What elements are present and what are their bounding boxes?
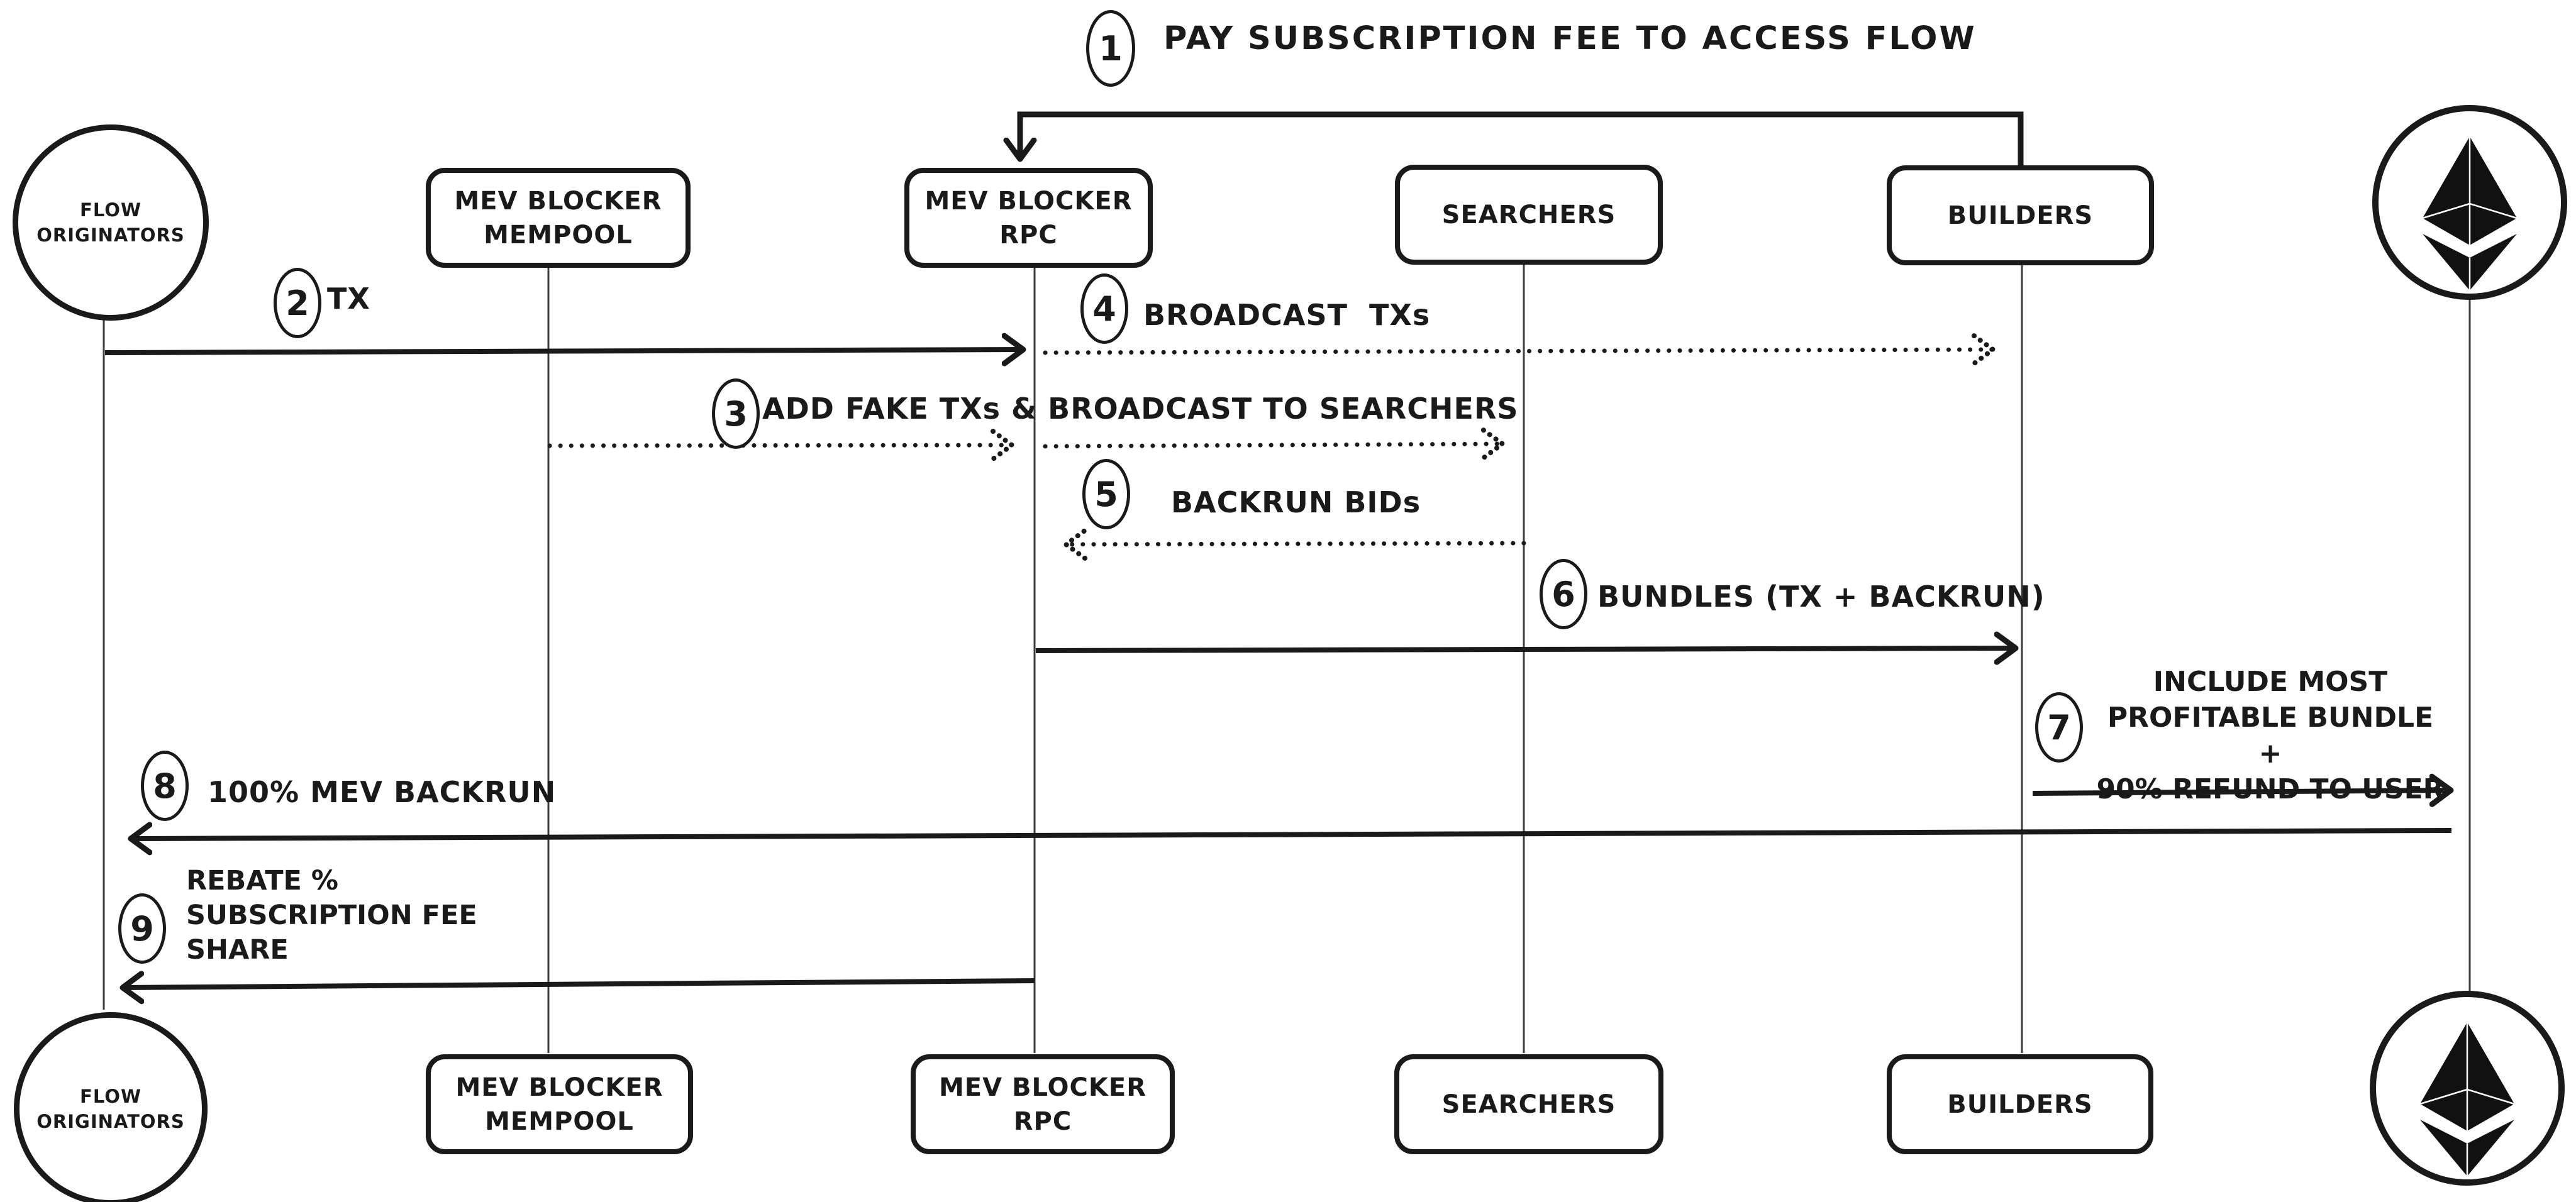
- arrow-step7-include-bundle: [2032, 790, 2450, 793]
- actor-flow-originators-bottom: FLOW ORIGINATORS: [14, 1012, 208, 1202]
- step-4-label: BROADCAST TXs: [1143, 298, 1431, 332]
- step-1-badge: 1: [1086, 10, 1135, 87]
- arrow-step2-tx: [104, 350, 1023, 353]
- step-7-label: INCLUDE MOST PROFITABLE BUNDLE + 90% REF…: [2096, 666, 2445, 805]
- arrow-step8-mev-backrun: [131, 830, 2452, 839]
- actor-label: MEV BLOCKER: [924, 186, 1133, 216]
- actor-label: MEV BLOCKER: [454, 186, 662, 216]
- actor-label: BUILDERS: [1947, 201, 2094, 230]
- ethereum-icon: [2372, 105, 2567, 300]
- step-8-badge: 8: [141, 751, 189, 821]
- step-6-label: BUNDLES (TX + BACKRUN): [1597, 580, 2045, 614]
- step-1-label: PAY SUBSCRIPTION FEE TO ACCESS FLOW: [1163, 20, 1977, 57]
- actor-searchers-bottom: SEARCHERS: [1394, 1054, 1663, 1154]
- actor-label: MEMPOOL: [484, 220, 633, 250]
- actor-mev-blocker-mempool-bottom: MEV BLOCKER MEMPOOL: [426, 1054, 693, 1154]
- actor-flow-originators-top: FLOW ORIGINATORS: [13, 124, 209, 321]
- step-8-label: 100% MEV BACKRUN: [208, 775, 557, 809]
- ethereum-icon: [2370, 991, 2565, 1186]
- step-5-badge: 5: [1082, 459, 1130, 529]
- actor-label: MEV BLOCKER: [455, 1072, 663, 1102]
- step-9-label: REBATE % SUBSCRIPTION FEE SHARE: [186, 865, 477, 966]
- actor-label: SEARCHERS: [1441, 200, 1616, 229]
- actor-label: RPC: [1013, 1106, 1072, 1136]
- step-6-badge: 6: [1540, 559, 1587, 629]
- actor-label: ORIGINATORS: [36, 224, 185, 246]
- actor-searchers-top: SEARCHERS: [1395, 165, 1663, 265]
- arrow-step6-bundles: [1035, 648, 2015, 651]
- actor-label: FLOW: [80, 199, 142, 221]
- actor-builders-bottom: BUILDERS: [1887, 1054, 2153, 1154]
- actor-label: MEMPOOL: [485, 1106, 634, 1136]
- actor-label: RPC: [999, 220, 1058, 250]
- arrow-step4-broadcast-txs: [1043, 350, 1992, 353]
- actor-label: FLOW: [80, 1086, 142, 1107]
- actor-label: ORIGINATORS: [36, 1111, 185, 1132]
- step-7-badge: 7: [2035, 692, 2083, 763]
- step-2-badge: 2: [274, 268, 321, 338]
- actor-builders-top: BUILDERS: [1887, 165, 2154, 265]
- step-9-badge: 9: [118, 893, 166, 964]
- arrow-step9-rebate: [123, 981, 1035, 988]
- actor-mev-blocker-mempool-top: MEV BLOCKER MEMPOOL: [426, 168, 691, 268]
- actor-mev-blocker-rpc-top: MEV BLOCKER RPC: [904, 168, 1153, 268]
- arrow-step5-backrun-bids: [1067, 543, 1526, 544]
- actor-label: MEV BLOCKER: [938, 1072, 1147, 1102]
- actor-mev-blocker-rpc-bottom: MEV BLOCKER RPC: [911, 1054, 1175, 1154]
- actor-label: BUILDERS: [1947, 1089, 2093, 1119]
- step-4-badge: 4: [1080, 273, 1128, 344]
- step-2-label: TX: [327, 282, 370, 316]
- step-3-badge: 3: [712, 378, 760, 449]
- arrow-step3-add-fake-txs-left: [547, 445, 1011, 446]
- step-3-label: ADD FAKE TXs & BROADCAST TO SEARCHERS: [762, 392, 1519, 426]
- arrow-step1-pay-subscription: [1020, 111, 2024, 167]
- step-5-label: BACKRUN BIDs: [1171, 485, 1421, 519]
- actor-label: SEARCHERS: [1441, 1089, 1616, 1119]
- arrow-step3-broadcast-searchers-right: [1043, 444, 1502, 446]
